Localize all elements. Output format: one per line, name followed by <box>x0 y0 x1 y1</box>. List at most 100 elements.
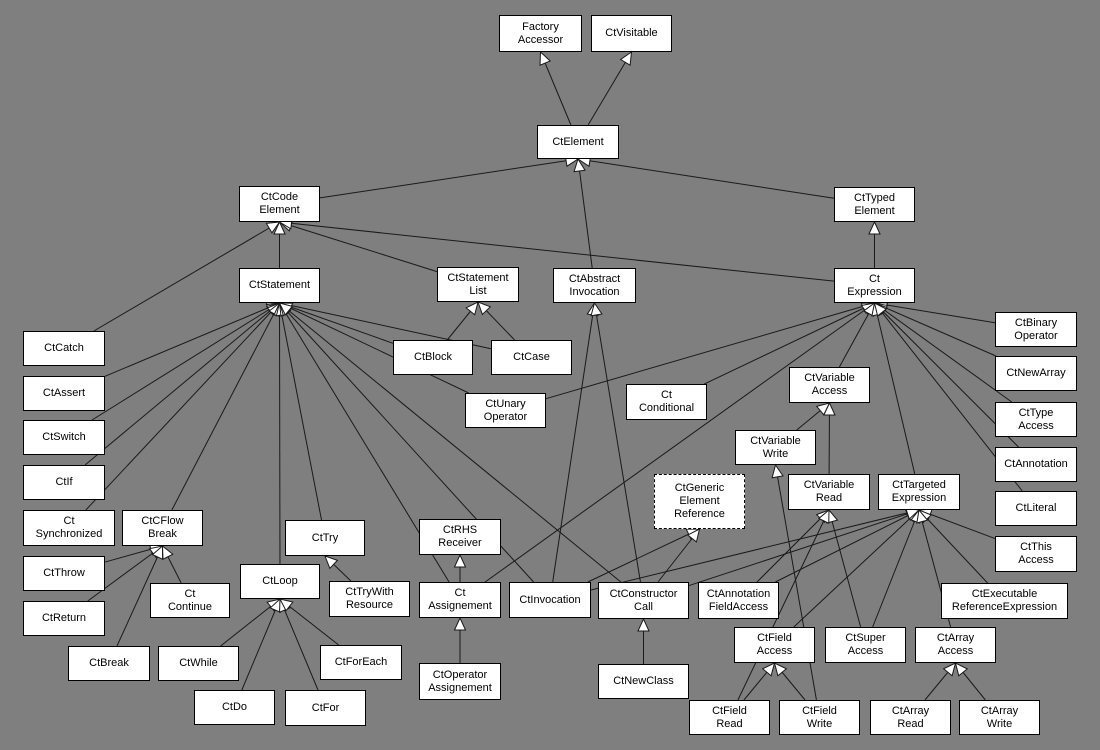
inheritance-arrowhead-icon <box>465 301 479 316</box>
class-name-label: CtRHS Receiver <box>438 524 482 549</box>
inheritance-edge-ct-assignement-to-ct-expression <box>484 302 875 583</box>
class-box-ct-literal: CtLiteral <box>995 491 1077 526</box>
class-name-label: CtField Access <box>756 632 793 657</box>
inheritance-edge-ct-unary-operator-to-ct-statement <box>279 302 469 394</box>
class-name-label: CtNewClass <box>613 675 674 688</box>
class-name-label: Ct Conditional <box>638 389 695 414</box>
inheritance-arrowhead-icon <box>942 662 957 677</box>
class-box-ct-abstract-invocation: CtAbstract Invocation <box>553 268 636 303</box>
class-box-ct-catch: CtCatch <box>23 331 105 366</box>
inheritance-edge-ct-new-array-to-ct-expression <box>874 302 997 357</box>
class-name-label: CtLoop <box>262 575 298 588</box>
class-box-ct-assert: CtAssert <box>23 376 105 411</box>
class-box-ct-try-with-resource: CtTryWith Resource <box>329 581 410 617</box>
class-name-label: CtCFlow Break <box>141 515 184 540</box>
inheritance-edge-ct-constructor-call-to-ct-abstract-invocation <box>594 302 641 583</box>
class-name-label: CtCase <box>513 351 550 364</box>
inheritance-edge-ct-for-to-ct-loop <box>279 598 319 691</box>
class-box-factory-accessor: Factory Accessor <box>499 15 582 52</box>
inheritance-arrowhead-icon <box>477 301 492 316</box>
class-name-label: CtBinary Operator <box>1014 316 1058 342</box>
inheritance-arrowhead-icon <box>873 302 888 317</box>
inheritance-edge-ct-annotation-field-access-to-ct-targeted-expression <box>775 509 920 583</box>
class-box-ct-new-class: CtNewClass <box>598 664 689 699</box>
inheritance-edge-ct-constructor-call-to-ct-statement <box>279 302 622 583</box>
inheritance-edge-ct-break-to-ct-cflow-break <box>116 545 163 647</box>
class-name-label: Ct Synchronized <box>35 515 103 540</box>
inheritance-edge-ct-catch-to-ct-code-element <box>93 221 280 332</box>
inheritance-arrowhead-icon <box>265 221 281 234</box>
class-box-ct-variable-access: CtVariable Access <box>789 367 870 403</box>
inheritance-arrowhead-icon <box>637 617 650 632</box>
class-box-ct-statement-list: CtStatement List <box>437 267 519 302</box>
inheritance-arrowhead-icon <box>590 301 603 317</box>
class-name-label: CtAnnotation FieldAccess <box>706 587 771 613</box>
class-name-label: CtTry <box>311 531 339 544</box>
inheritance-arrowhead-icon <box>539 50 552 66</box>
class-box-ct-block: CtBlock <box>393 340 473 375</box>
class-name-label: CtElement <box>552 135 604 148</box>
inheritance-arrowhead-icon <box>619 50 633 66</box>
inheritance-edge-ct-element-to-factory-accessor <box>540 51 572 126</box>
inheritance-arrowhead-icon <box>916 508 929 524</box>
class-name-label: CtAbstract Invocation <box>568 272 621 298</box>
class-box-ct-visitable: CtVisitable <box>591 15 672 52</box>
class-name-label: CtNewArray <box>1006 367 1066 380</box>
inheritance-edge-ct-return-to-ct-cflow-break <box>87 545 163 602</box>
inheritance-edge-ct-typed-element-to-ct-element <box>577 158 835 199</box>
class-box-ct-invocation: CtInvocation <box>509 582 591 618</box>
inheritance-arrowhead-icon <box>817 508 830 524</box>
class-name-label: CtOperator Assignement <box>428 668 492 694</box>
class-name-label: CtSuper Access <box>845 632 886 657</box>
inheritance-arrowhead-icon <box>573 157 586 173</box>
inheritance-arrowhead-icon <box>453 616 467 631</box>
class-box-ct-conditional: Ct Conditional <box>626 384 707 420</box>
inheritance-arrowhead-icon <box>453 553 467 568</box>
class-name-label: CtTryWith Resource <box>345 586 394 611</box>
class-box-ct-annotation: CtAnnotation <box>995 447 1077 482</box>
class-box-ct-break: CtBreak <box>68 646 150 681</box>
class-name-label: CtIf <box>55 476 73 489</box>
inheritance-edge-ct-abstract-invocation-to-ct-element <box>577 158 593 269</box>
class-name-label: CtThis Access <box>1018 541 1054 566</box>
class-box-ct-cflow-break: CtCFlow Break <box>122 510 203 546</box>
class-name-label: CtDo <box>221 701 248 714</box>
inheritance-arrowhead-icon <box>823 401 836 416</box>
class-name-label: CtInvocation <box>519 593 581 606</box>
class-name-label: CtVariable Access <box>804 372 855 397</box>
inheritance-edge-ct-super-access-to-ct-variable-read <box>828 509 862 628</box>
class-box-ct-while: CtWhile <box>158 646 239 681</box>
class-name-label: Ct Continue <box>167 587 213 613</box>
class-name-label: CtType Access <box>1018 406 1054 432</box>
class-box-ct-throw: CtThrow <box>23 556 105 591</box>
inheritance-edge-ct-element-to-ct-visitable <box>587 51 632 126</box>
class-box-ct-synchronized: Ct Synchronized <box>23 510 115 546</box>
inheritance-edge-ct-try-to-ct-statement <box>279 302 323 521</box>
class-box-ct-operator-assignement: CtOperator Assignement <box>419 663 501 700</box>
class-name-label: CtTargeted Expression <box>891 479 947 504</box>
class-name-label: CtArray Write <box>980 704 1019 730</box>
class-box-ct-super-access: CtSuper Access <box>825 627 906 663</box>
class-box-ct-expression: Ct Expression <box>834 268 915 303</box>
inheritance-arrowhead-icon <box>273 220 286 235</box>
inheritance-edge-ct-field-read-to-ct-variable-read <box>737 509 830 701</box>
class-box-ct-for-each: CtForEach <box>320 645 402 680</box>
class-box-ct-do: CtDo <box>194 690 275 725</box>
class-name-label: CtWhile <box>179 657 218 670</box>
class-box-ct-constructor-call: CtConstructor Call <box>598 582 689 619</box>
inheritance-arrowhead-icon <box>686 528 701 543</box>
class-box-ct-rhs-receiver: CtRHS Receiver <box>419 519 501 555</box>
class-box-ct-array-read: CtArray Read <box>870 700 951 735</box>
class-name-label: CtExecutable ReferenceExpression <box>951 588 1058 613</box>
class-name-label: CtUnary Operator <box>483 397 528 423</box>
class-name-label: Factory Accessor <box>517 20 564 46</box>
inheritance-arrowhead-icon <box>279 598 294 612</box>
class-box-ct-variable-write: CtVariable Write <box>735 430 816 465</box>
class-name-label: CtCode Element <box>259 191 300 216</box>
class-name-label: CtVisitable <box>605 27 658 40</box>
inheritance-edge-ct-statement-list-to-ct-code-element <box>279 221 438 273</box>
class-name-label: CtForEach <box>334 656 388 669</box>
inheritance-edge-ct-field-access-to-ct-targeted-expression <box>793 509 920 628</box>
class-box-ct-type-access: CtType Access <box>995 402 1077 437</box>
